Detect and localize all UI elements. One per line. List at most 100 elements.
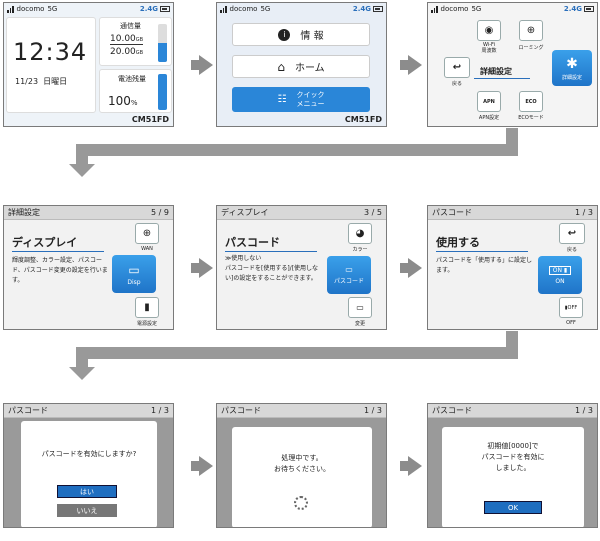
apn-button[interactable]: APN — [477, 91, 501, 112]
battery-gauge — [158, 74, 167, 110]
flow-connector — [76, 144, 88, 164]
band-label: 2.4G — [139, 5, 158, 13]
display-button[interactable]: ▭ Disp — [112, 255, 156, 293]
yes-button[interactable]: はい — [57, 485, 117, 498]
off-button[interactable]: ▮OFF — [559, 297, 583, 318]
no-button[interactable]: いいえ — [57, 504, 117, 517]
signal-icon — [220, 5, 227, 13]
screen-menu: docomo 5G 2.4G i 情 報 ⌂ ホーム ☷ クイック メニュー C… — [216, 2, 387, 127]
battery-icon — [373, 6, 383, 12]
wan-button[interactable]: ⊕ — [135, 223, 159, 244]
flow-arrow — [191, 258, 213, 278]
model-label: CM51FD — [131, 115, 169, 124]
roaming-button[interactable]: ⊕ — [519, 20, 543, 41]
flow-arrow — [191, 456, 213, 476]
flow-arrow — [400, 456, 422, 476]
on-button[interactable]: ON ▮ ON — [538, 256, 582, 294]
back-icon: ↩ — [452, 62, 462, 73]
apn-icon: APN — [483, 98, 495, 105]
item-title: ディスプレイ — [12, 234, 104, 252]
battery-card: 電池残量 100% — [99, 69, 172, 113]
ok-button[interactable]: OK — [484, 501, 542, 514]
dialog-message: 初期値[0000]で パスコードを有効に しました。 — [481, 442, 545, 472]
eco-icon: ECO — [525, 98, 537, 105]
model-label: CM51FD — [344, 115, 382, 124]
menu-info-button[interactable]: i 情 報 — [232, 23, 370, 46]
traffic-total: 20.00GB — [110, 47, 144, 57]
menu-home-button[interactable]: ⌂ ホーム — [232, 55, 370, 78]
back-icon: ↩ — [567, 228, 577, 239]
item-description: ≫使用しない パスコードを[使用する]/[使用しない]の設定をすることができます… — [225, 255, 319, 282]
flow-connector — [76, 144, 518, 156]
list-icon: ☷ — [277, 94, 287, 105]
wifi-band-label: Wi-Fi 周波数 — [481, 42, 497, 54]
wifi-band-button[interactable]: ◉ — [477, 20, 501, 41]
battery-icon — [584, 6, 594, 12]
change-label: 変更 — [354, 321, 365, 327]
confirm-dialog: パスコードを有効にしますか? はい いいえ — [21, 421, 157, 527]
page-indicator: 5 / 9 — [151, 208, 169, 217]
traffic-label: 通信量 — [120, 22, 141, 30]
display-icon: ▭ — [128, 262, 140, 277]
palette-icon: ◕ — [355, 228, 365, 239]
passcode-button[interactable]: ▭ パスコード — [327, 256, 371, 294]
change-button[interactable]: ▭ — [348, 297, 372, 318]
power-icon: ▮ — [144, 302, 150, 313]
back-label: 戻る — [566, 247, 577, 253]
flow-arrow — [69, 367, 95, 380]
flow-connector — [76, 347, 518, 359]
screen-quick-menu: docomo 5G 2.4G ◉ Wi-Fi 周波数 ⊕ ローミング ↩ 戻る … — [427, 2, 598, 127]
detail-settings-button[interactable]: ✱ 詳細設定 — [552, 50, 592, 86]
apn-label: APN設定 — [478, 115, 500, 121]
back-label: 戻る — [451, 81, 462, 87]
traffic-gauge — [158, 24, 167, 62]
battery-icon — [160, 6, 170, 12]
passcode-icon: ▭ — [345, 265, 353, 274]
battery-value: 100% — [108, 94, 138, 108]
info-icon: i — [278, 28, 291, 41]
eco-button[interactable]: ECO — [519, 91, 543, 112]
item-title: パスコード — [225, 234, 317, 252]
clock-card: 12:34 11/23 日曜日 — [6, 17, 96, 113]
item-description: パスコードを「使用する」に設定します。 — [436, 257, 533, 274]
page-indicator: 1 / 3 — [575, 406, 593, 415]
carrier-label: docomo — [16, 5, 45, 13]
done-dialog: 初期値[0000]で パスコードを有効に しました。 OK — [442, 427, 584, 527]
off-label: OFF — [566, 320, 576, 326]
flow-connector — [76, 347, 88, 367]
page-indicator: 1 / 3 — [575, 208, 593, 217]
color-button[interactable]: ◕ — [348, 223, 372, 244]
signal-icon — [431, 5, 438, 13]
power-label: 電源設定 — [136, 321, 157, 327]
spinner-icon — [294, 496, 308, 510]
flow-arrow — [69, 164, 95, 177]
signal-icon — [7, 5, 14, 13]
clock-time: 12:34 — [13, 38, 88, 66]
flow-arrow — [191, 55, 213, 75]
screen-home: docomo 5G 2.4G 12:34 11/23 日曜日 通信量 10.00… — [3, 2, 174, 127]
toggle-on-icon: ON ▮ — [548, 265, 572, 275]
traffic-used: 10.00GB — [110, 34, 144, 45]
back-button[interactable]: ↩ — [444, 57, 470, 78]
wan-label: WAN — [141, 246, 153, 252]
menu-quick-button[interactable]: ☷ クイック メニュー — [232, 87, 370, 112]
passcode-change-icon: ▭ — [356, 303, 364, 312]
power-button[interactable]: ▮ — [135, 297, 159, 318]
flow-arrow — [400, 258, 422, 278]
clock-date: 11/23 日曜日 — [15, 77, 68, 86]
flow-arrow — [400, 55, 422, 75]
color-label: カラー — [352, 247, 368, 253]
center-label: 詳細設定 — [480, 67, 512, 76]
globe-icon: ⊕ — [526, 25, 536, 36]
back-button[interactable]: ↩ — [559, 223, 585, 244]
